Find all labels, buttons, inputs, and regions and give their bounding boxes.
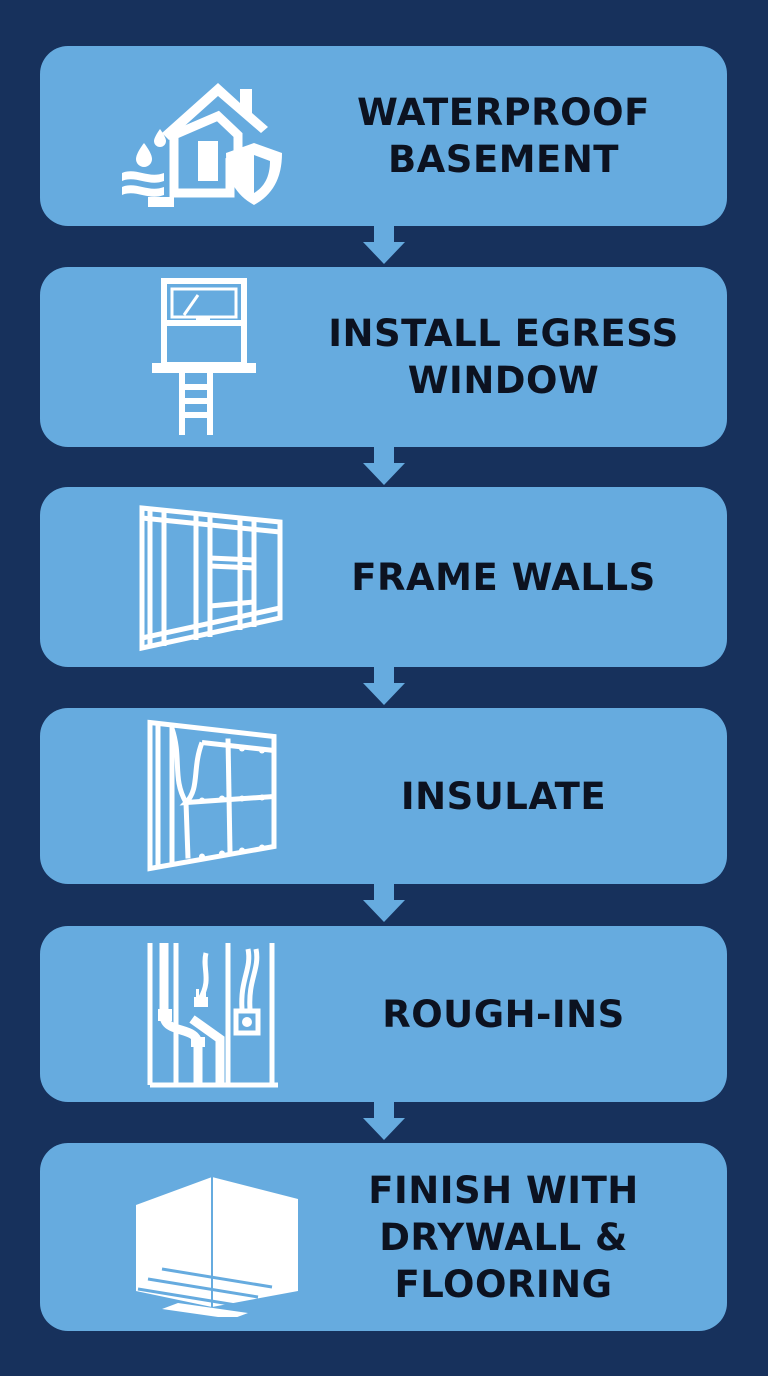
arrow-down-icon	[363, 884, 405, 922]
step-waterproof-basement: WATERPROOF BASEMENT	[40, 46, 727, 226]
step-label: ROUGH-INS	[382, 992, 625, 1036]
arrow-down-icon	[363, 226, 405, 264]
arrow-down-icon	[363, 1102, 405, 1140]
step-label: INSULATE	[400, 774, 607, 818]
step-rough-ins: ROUGH-INS	[40, 926, 727, 1102]
wall-framing-icon	[136, 487, 306, 667]
step-install-egress-window: INSTALL EGRESS WINDOW	[40, 267, 727, 447]
arrow-down-icon	[363, 447, 405, 485]
step-label: WATERPROOF BASEMENT	[357, 91, 650, 181]
step-insulate: INSULATE	[40, 708, 727, 884]
step-label: FRAME WALLS	[351, 555, 656, 599]
house-water-shield-icon	[118, 46, 288, 226]
insulation-panel-icon	[142, 708, 312, 884]
step-label: INSTALL EGRESS WINDOW	[328, 312, 679, 402]
plumbing-electrical-icon	[136, 926, 306, 1102]
drywall-floor-corner-icon	[128, 1143, 298, 1331]
egress-window-ladder-icon	[148, 267, 318, 447]
step-finish-drywall-flooring: FINISH WITH DRYWALL & FLOORING	[40, 1143, 727, 1331]
step-label: FINISH WITH DRYWALL & FLOORING	[368, 1168, 639, 1306]
step-frame-walls: FRAME WALLS	[40, 487, 727, 667]
arrow-down-icon	[363, 667, 405, 705]
